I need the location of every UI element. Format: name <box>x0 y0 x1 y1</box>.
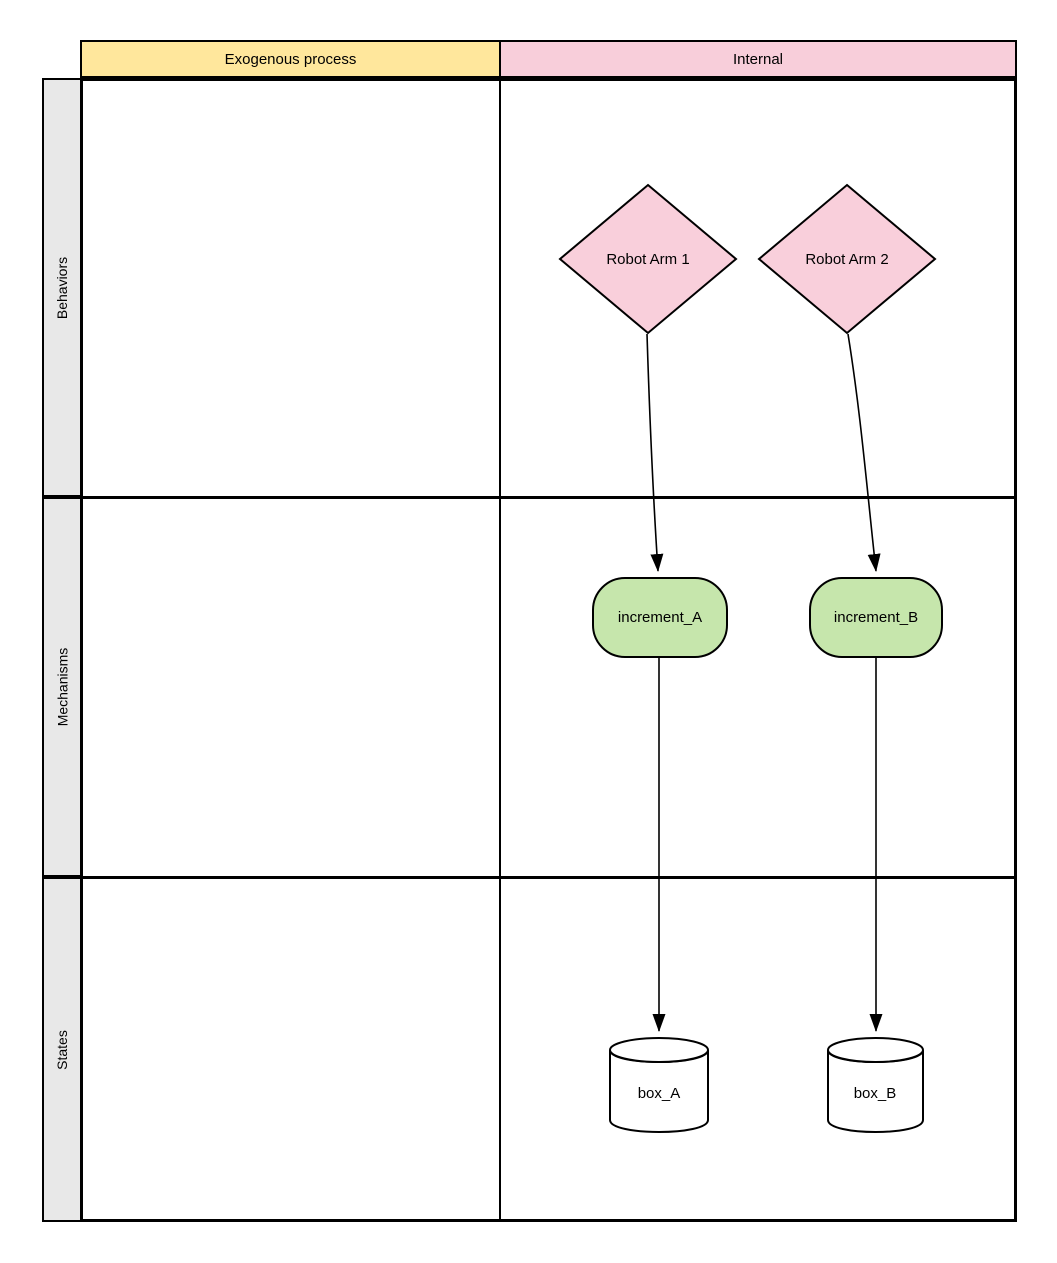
cylinder-top-shape[interactable] <box>827 1037 924 1063</box>
row-divider-mechanisms-states <box>83 876 1014 879</box>
node-box-a-label: box_A <box>638 1085 681 1102</box>
diamond-shape[interactable] <box>558 183 738 335</box>
lane-header-internal[interactable]: Internal <box>499 40 1017 78</box>
row-lane-behaviors[interactable]: Behaviors <box>42 78 82 497</box>
lane-header-exogenous-label: Exogenous process <box>224 50 357 68</box>
cylinder-top-shape[interactable] <box>609 1037 709 1063</box>
node-increment-a-label: increment_A <box>618 609 702 626</box>
lane-header-internal-label: Internal <box>732 50 784 68</box>
row-divider-behaviors-mechanisms <box>83 496 1014 499</box>
row-lane-mechanisms[interactable]: Mechanisms <box>42 497 82 877</box>
connector-robot-arm-2-to-increment-b[interactable] <box>847 333 881 572</box>
node-robot-arm-2[interactable]: Robot Arm 2 <box>757 183 937 335</box>
node-box-b[interactable]: box_B <box>827 1037 924 1133</box>
node-robot-arm-1-label: Robot Arm 1 <box>606 251 689 268</box>
diamond-shape[interactable] <box>757 183 937 335</box>
node-robot-arm-1[interactable]: Robot Arm 1 <box>558 183 738 335</box>
lane-header-exogenous-process[interactable]: Exogenous process <box>80 40 501 78</box>
node-increment-b[interactable]: increment_B <box>809 577 943 658</box>
node-increment-b-label: increment_B <box>834 609 918 626</box>
node-robot-arm-2-label: Robot Arm 2 <box>805 251 888 268</box>
rounded-rect-shape[interactable] <box>809 577 943 658</box>
connector-robot-arm-1-to-increment-a[interactable] <box>646 333 664 572</box>
rounded-rect-shape[interactable] <box>592 577 728 658</box>
node-box-b-label: box_B <box>854 1085 897 1102</box>
node-box-a[interactable]: box_A <box>609 1037 709 1133</box>
column-divider <box>499 81 501 1219</box>
swimlane-grid <box>80 78 1017 1222</box>
node-increment-a[interactable]: increment_A <box>592 577 728 658</box>
